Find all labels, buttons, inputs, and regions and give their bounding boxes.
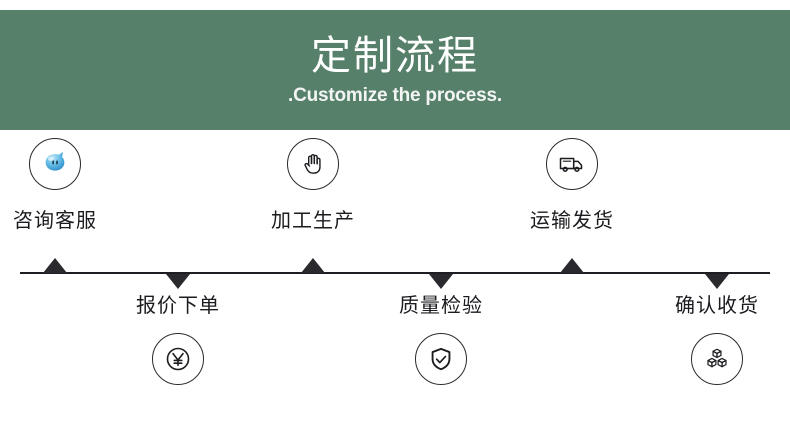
timeline-marker-up-5 — [560, 258, 584, 273]
process-step-quote[interactable]: 报价下单 — [93, 293, 263, 385]
page-title: 定制流程 — [311, 34, 479, 78]
page-subtitle: .Customize the process. — [288, 85, 502, 106]
step-icon-frame-1 — [29, 138, 81, 190]
process-step-shipping[interactable]: 运输发货 — [487, 138, 657, 234]
page-banner: 定制流程 .Customize the process. — [0, 10, 790, 130]
step-label-6: 确认收货 — [675, 295, 759, 317]
process-step-receipt[interactable]: 确认收货 — [632, 293, 790, 385]
process-step-inspection[interactable]: 质量检验 — [356, 293, 526, 385]
timeline-axis-line — [20, 272, 770, 274]
process-step-consult[interactable]: 咨询客服 — [0, 138, 140, 234]
step-icon-frame-2 — [152, 333, 204, 385]
step-label-5: 运输发货 — [530, 210, 614, 232]
step-label-3: 加工生产 — [271, 210, 355, 232]
timeline-marker-down-2 — [166, 274, 190, 289]
hand-palm-icon — [298, 149, 328, 179]
step-label-2: 报价下单 — [136, 295, 220, 317]
step-icon-frame-4 — [415, 333, 467, 385]
process-step-production[interactable]: 加工生产 — [228, 138, 398, 234]
step-icon-frame-5 — [546, 138, 598, 190]
step-label-1: 咨询客服 — [13, 210, 97, 232]
shield-check-icon — [426, 344, 456, 374]
timeline-marker-down-6 — [705, 274, 729, 289]
timeline-marker-up-1 — [43, 258, 67, 273]
process-timeline: 咨询客服 报价下单 — [0, 130, 790, 421]
chat-bubble-face-icon — [40, 149, 70, 179]
delivery-truck-icon — [556, 148, 588, 180]
step-label-4: 质量检验 — [399, 295, 483, 317]
timeline-marker-down-4 — [429, 274, 453, 289]
stacked-boxes-icon — [702, 344, 732, 374]
step-icon-frame-6 — [691, 333, 743, 385]
yuan-currency-icon — [162, 343, 194, 375]
step-icon-frame-3 — [287, 138, 339, 190]
timeline-marker-up-3 — [301, 258, 325, 273]
